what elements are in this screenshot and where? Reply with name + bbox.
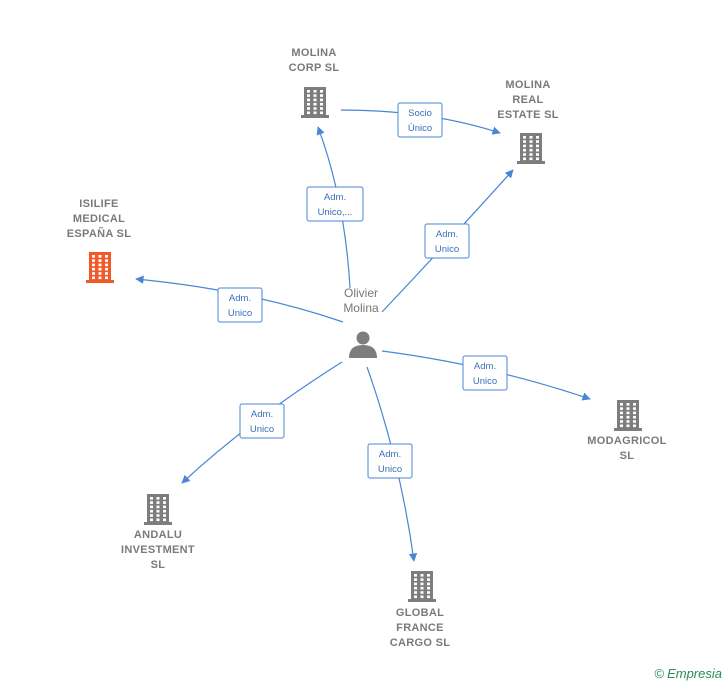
company-name-line: SL xyxy=(151,559,166,571)
company-name-line: CORP SL xyxy=(289,62,340,74)
company-name-line: REAL xyxy=(512,94,543,106)
company-node-molina-corp[interactable]: MOLINA CORP SL xyxy=(289,47,340,118)
company-node-andalu[interactable]: ANDALU INVESTMENT SL xyxy=(121,494,195,571)
edge-label-box xyxy=(397,102,443,138)
company-name-line: ESTATE SL xyxy=(497,109,559,121)
edge-label-text: Unico xyxy=(435,244,459,255)
edge-label-box xyxy=(239,403,285,439)
person-icon xyxy=(349,331,377,358)
edge-label-text: Unico xyxy=(378,464,402,475)
company-name-line: ANDALU xyxy=(134,529,182,541)
edge-modagricol: Adm. Unico xyxy=(381,350,591,401)
edge-label[interactable]: Adm. Unico xyxy=(424,223,470,259)
edge-label[interactable]: Adm. Unico xyxy=(217,287,263,323)
company-name-line: SL xyxy=(620,450,635,462)
company-name-line: GLOBAL xyxy=(396,607,444,619)
brand-name: Empresia xyxy=(667,666,722,681)
edge-label[interactable]: Adm. Unico xyxy=(462,355,508,391)
copyright-symbol: © xyxy=(654,666,665,681)
edge-label[interactable]: Adm. Unico,... xyxy=(306,186,364,222)
edge-label-text: Adm. xyxy=(229,293,251,304)
company-name-line: FRANCE xyxy=(396,622,444,634)
company-name-line: INVESTMENT xyxy=(121,544,195,556)
edge-label-text: Único xyxy=(408,123,432,134)
edge-label-text: Unico,... xyxy=(318,207,353,218)
edge-label-box xyxy=(367,443,413,479)
edge-molina-real-estate: Adm. Unico xyxy=(381,169,514,313)
company-name-line: MODAGRICOL xyxy=(587,435,666,447)
edge-label-box xyxy=(217,287,263,323)
edge-label-text: Adm. xyxy=(324,192,346,203)
edge-label-text: Unico xyxy=(473,376,497,387)
company-name-line: MOLINA xyxy=(291,47,336,59)
building-icon xyxy=(144,494,172,525)
person-name-line: Molina xyxy=(343,301,379,315)
edge-label-box xyxy=(462,355,508,391)
edge-isilife: Adm. Unico xyxy=(135,275,344,323)
company-name-line: ESPAÑA SL xyxy=(67,227,131,240)
company-node-global-france[interactable]: GLOBAL FRANCE CARGO SL xyxy=(390,571,450,649)
edge-label-box xyxy=(424,223,470,259)
edge-molina-corp: Adm. Unico,... xyxy=(306,126,364,289)
company-name-line: MOLINA xyxy=(505,79,550,91)
building-icon xyxy=(301,87,329,118)
edge-label[interactable]: Adm. Unico xyxy=(239,403,285,439)
edge-label-text: Adm. xyxy=(251,409,273,420)
company-node-modagricol[interactable]: MODAGRICOL SL xyxy=(587,400,666,462)
footer-brand[interactable]: ©Empresia xyxy=(654,666,722,681)
edge-label-text: Adm. xyxy=(436,229,458,240)
edge-label[interactable]: Adm. Unico xyxy=(367,443,413,479)
company-node-molina-real-estate[interactable]: MOLINA REAL ESTATE SL xyxy=(497,79,559,164)
edge-label-box xyxy=(306,186,364,222)
edge-label-text: Adm. xyxy=(379,449,401,460)
edge-label-text: Adm. xyxy=(474,361,496,372)
building-icon xyxy=(517,133,545,164)
building-icon xyxy=(614,400,642,431)
edge-label-text: Socio xyxy=(408,108,432,119)
edge-andalu: Adm. Unico xyxy=(181,361,343,484)
edge-label-text: Unico xyxy=(228,308,252,319)
edge-label-text: Unico xyxy=(250,424,274,435)
building-icon xyxy=(408,571,436,602)
person-name-line: Olivier xyxy=(344,286,378,300)
company-name-line: CARGO SL xyxy=(390,637,450,649)
company-name-line: ISILIFE xyxy=(79,198,118,210)
building-icon xyxy=(86,252,114,283)
edge-global-france: Adm. Unico xyxy=(366,366,418,562)
company-name-line: MEDICAL xyxy=(73,213,125,225)
company-node-isilife[interactable]: ISILIFE MEDICAL ESPAÑA SL xyxy=(67,198,131,283)
